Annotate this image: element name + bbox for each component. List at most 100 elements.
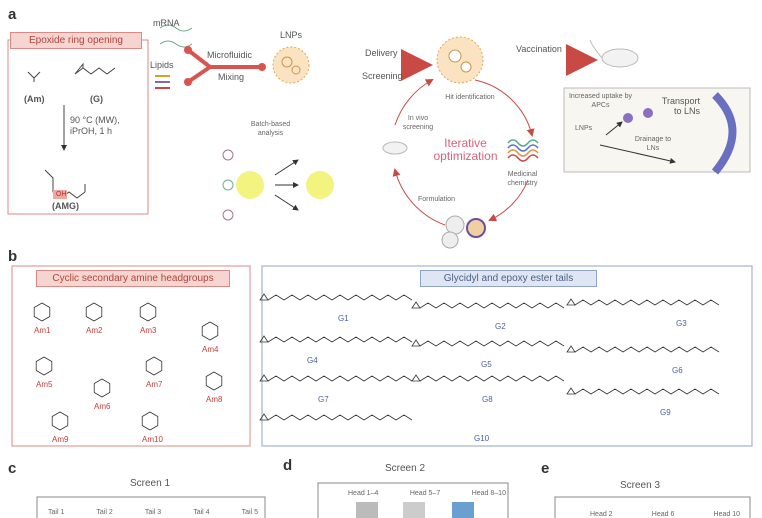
epoxide-ring — [566, 387, 576, 395]
epoxide-ring — [566, 298, 576, 306]
headgroup-label: Am9 — [52, 435, 69, 444]
delivery-label: Delivery — [365, 48, 398, 58]
epoxide-ring — [259, 335, 269, 343]
tail-chain — [574, 299, 720, 306]
tail-label: G5 — [481, 360, 492, 369]
heatmap-2 — [403, 502, 425, 518]
mouse-icon — [601, 48, 639, 68]
tail-label: G7 — [318, 395, 329, 404]
screen1-col: Tail 2 — [96, 509, 113, 516]
epoxide-ring — [259, 413, 269, 421]
tail-label: G2 — [495, 322, 506, 331]
tail-label: G10 — [474, 434, 490, 443]
headgroup-label: Am2 — [86, 326, 103, 335]
batch-analysis-graphic — [222, 149, 334, 221]
headgroup-label: Am3 — [140, 326, 157, 335]
panel-a-label: a — [8, 6, 17, 23]
screening-label: Screening — [362, 71, 403, 81]
screen3-col: Head 6 — [651, 511, 675, 518]
screen1-col: Tail 3 — [144, 509, 162, 516]
in-vivo-screening-label: In vivo screening — [402, 115, 434, 131]
hit-identification-label: Hit identification — [445, 94, 495, 101]
screen2-title: Screen 2 — [385, 463, 426, 474]
screen3-box — [554, 496, 751, 518]
cycle-arrow-3 — [392, 168, 446, 226]
amine-ring — [35, 356, 53, 376]
tail-chain — [574, 388, 720, 395]
tail-chain — [267, 375, 413, 382]
amine-ring — [33, 302, 51, 322]
conditions-1: 90 °C (MW), — [70, 115, 120, 125]
screen1-box — [36, 496, 266, 518]
microfluidic-label: Microfluidic — [207, 50, 253, 60]
headgroup-label: Am7 — [146, 380, 163, 389]
lipid-icons — [155, 75, 170, 89]
mixing-label: Mixing — [218, 72, 245, 82]
oh-highlight — [53, 190, 67, 199]
reactant-am: (Am) — [24, 94, 45, 104]
amine-ring — [201, 321, 219, 341]
product-amg: (AMG) — [52, 201, 79, 211]
epoxide-ring — [259, 374, 269, 382]
tail-chain — [419, 340, 565, 347]
panel-d-label: d — [283, 457, 293, 474]
cycle-arrow-1 — [474, 79, 535, 137]
mrna-label: mRNA — [153, 18, 180, 28]
amine-ring — [145, 356, 163, 376]
lymph-node-icon — [711, 92, 737, 175]
panel-e-label: e — [541, 460, 550, 477]
epoxide-ring — [411, 339, 421, 347]
tail-label: G1 — [338, 314, 349, 323]
reactant-g: (G) — [90, 94, 103, 104]
lnps-label: LNPs — [280, 30, 303, 40]
lipids-label: Lipids — [150, 60, 174, 70]
medicinal-chemistry-label: Medicinal chemistry — [507, 171, 538, 187]
epoxide-ring — [411, 301, 421, 309]
cycle-arrow-4 — [394, 79, 434, 126]
amine-ring — [51, 411, 69, 431]
epoxide-ring — [259, 293, 269, 301]
headgroup-label: Am8 — [206, 395, 223, 404]
tail-label: G6 — [672, 366, 683, 375]
headgroup-label: Am10 — [142, 435, 163, 444]
tail-chain — [419, 375, 565, 382]
screen2-box — [317, 482, 509, 518]
mrna-strands — [159, 24, 193, 48]
chemical-structures — [33, 293, 720, 431]
epoxide-ring — [411, 374, 421, 382]
tail-chain — [574, 346, 720, 353]
tail-chain — [267, 336, 413, 343]
iterative-label: Iterative — [444, 136, 487, 150]
amine-ring — [93, 378, 111, 398]
tails-box — [261, 265, 753, 447]
tail-label: G4 — [307, 356, 318, 365]
reaction-title: Epoxide ring opening — [10, 32, 142, 49]
screen2-col: Head 1–4 — [348, 490, 379, 497]
tail-label: G9 — [660, 408, 671, 417]
inset-uptake-label: Increased uptake by APCs — [568, 93, 633, 109]
panel-b-label: b — [8, 248, 18, 265]
tails-title: Glycidyl and epoxy ester tails — [420, 270, 597, 287]
cycle-arrow-2 — [488, 179, 529, 222]
epoxide-ring — [566, 345, 576, 353]
screen2-col: Head 8–10 — [471, 490, 506, 497]
screening-mouse-icon — [382, 141, 408, 155]
screen3-col: Head 2 — [590, 511, 613, 518]
screen1-col: Tail 4 — [193, 509, 210, 516]
inset-lnps-label: LNPs — [575, 125, 593, 132]
headgroup-label: Am6 — [94, 402, 111, 411]
heatmap-1 — [356, 502, 378, 518]
optimization-label: optimization — [433, 149, 498, 163]
amine-ring — [205, 371, 223, 391]
screen1-title: Screen 1 — [130, 478, 171, 489]
amine-ring — [139, 302, 157, 322]
drainage-arrow — [599, 144, 676, 164]
oh-label: OH — [56, 191, 67, 198]
amine-ring — [85, 302, 103, 322]
tail-label: G3 — [676, 319, 687, 328]
microfluidic-channel — [186, 48, 262, 84]
inset-transport-label: Transport to LNs — [661, 96, 700, 116]
heatmap-3 — [452, 502, 474, 518]
